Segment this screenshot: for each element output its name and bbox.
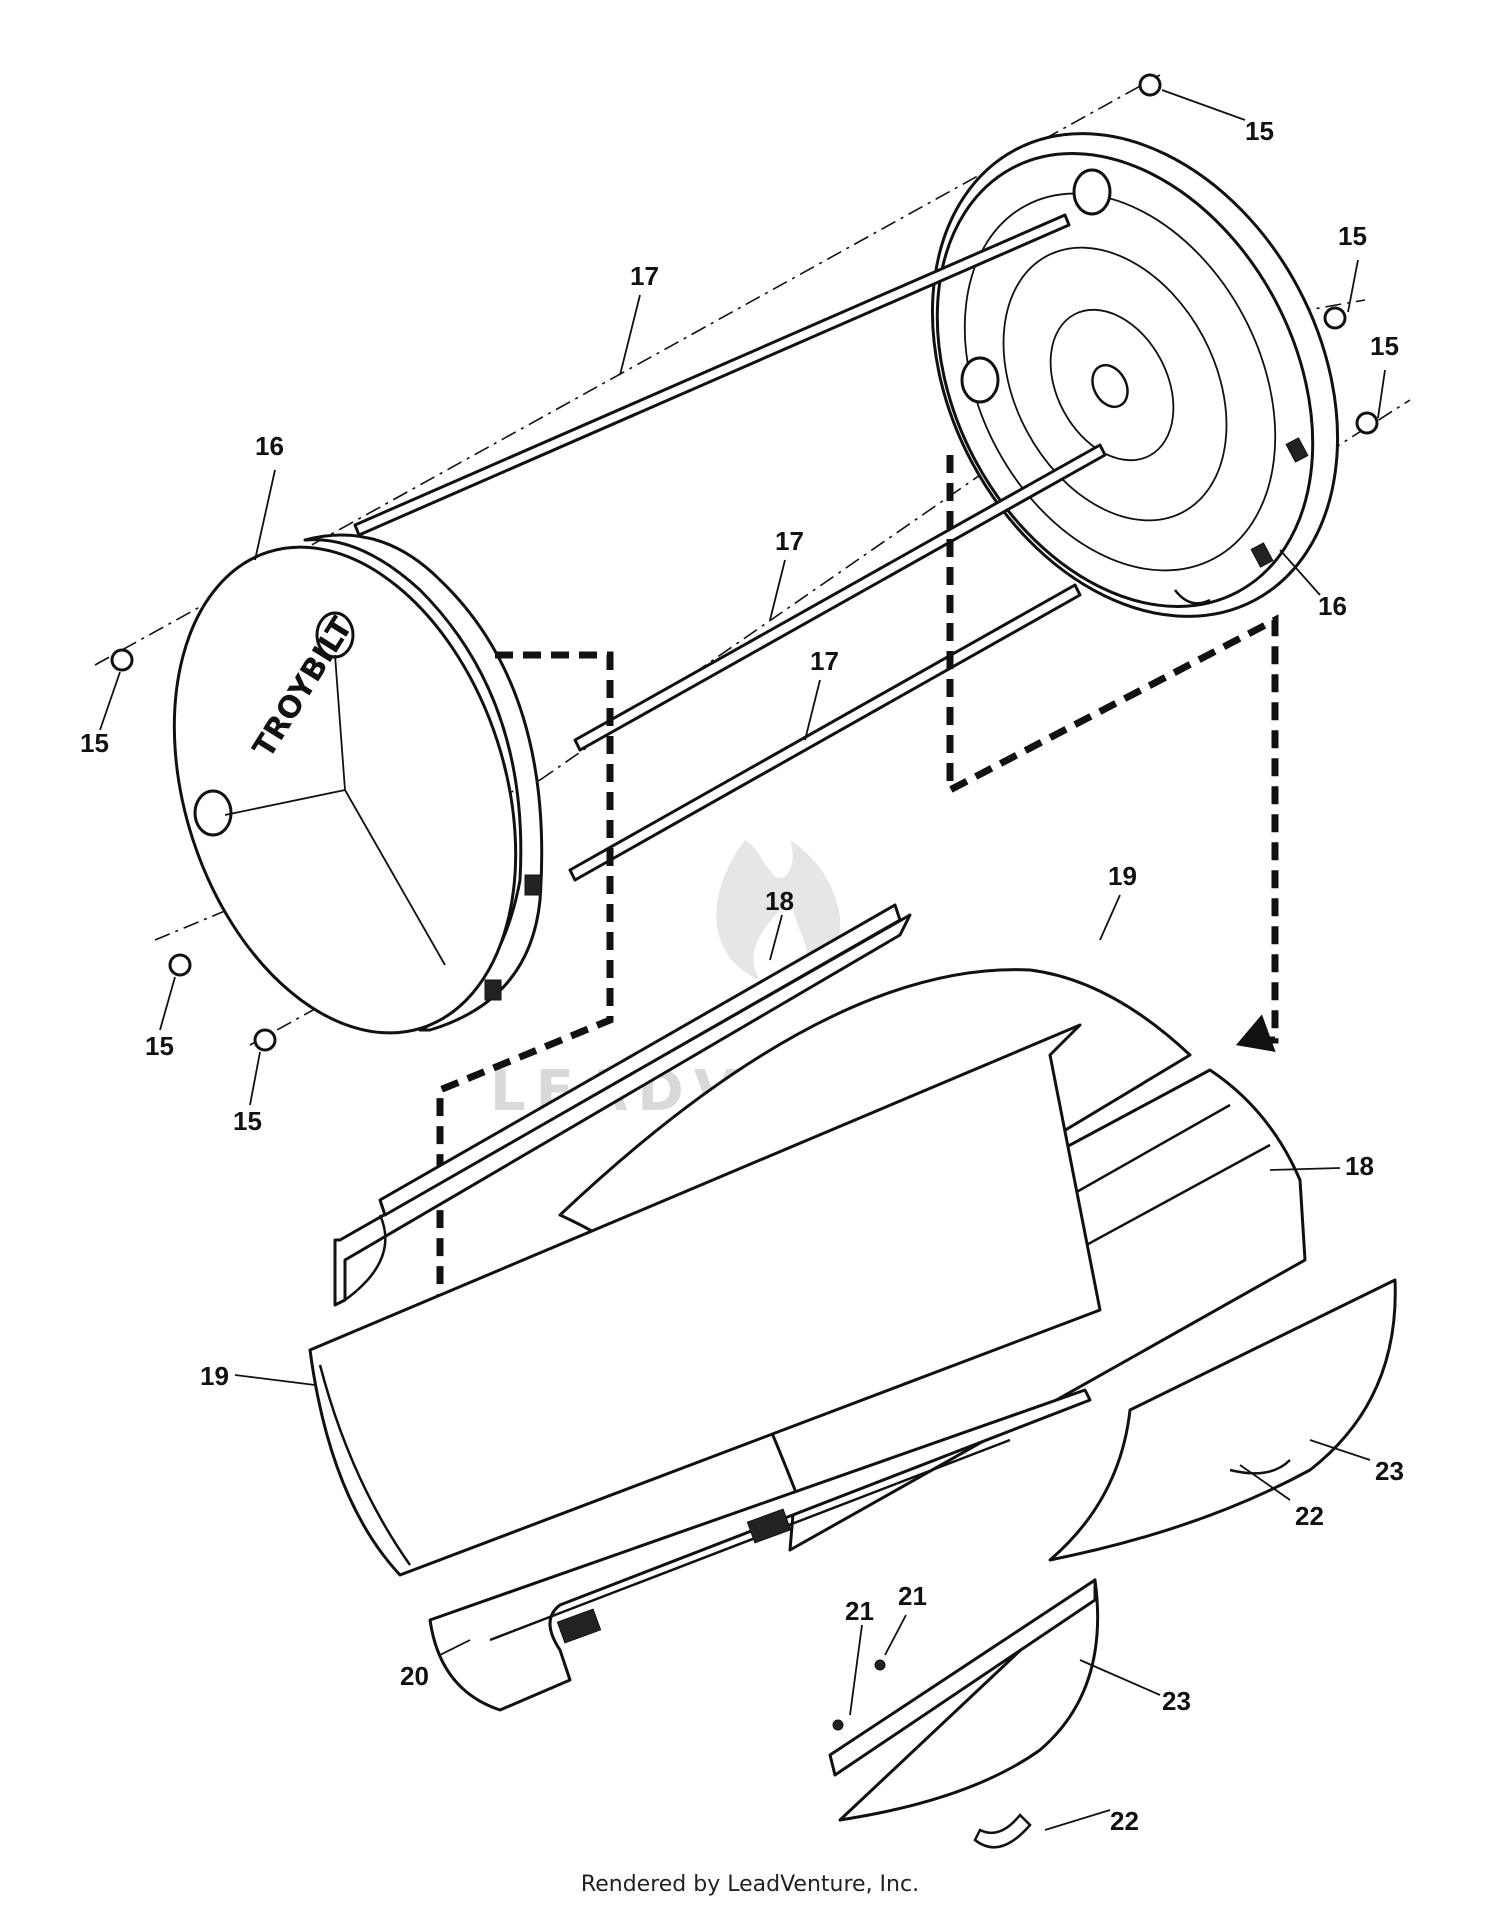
callout-15: 15 [80,728,109,758]
callout-15: 15 [233,1106,262,1136]
callout-15: 15 [1245,116,1274,146]
footer-credit: Rendered by LeadVenture, Inc. [580,1872,920,1897]
callout-17: 17 [630,261,659,291]
leader-lines [99,89,1386,1831]
callout-21: 21 [845,1596,874,1626]
callout-21: 21 [898,1581,927,1611]
callout-23: 23 [1162,1686,1191,1716]
callout-15: 15 [1370,331,1399,361]
callout-labels: 15 15 15 15 15 15 16 16 17 17 17 18 18 1… [80,116,1404,1836]
callout-19: 19 [200,1361,229,1391]
callout-20: 20 [400,1661,429,1691]
callout-17: 17 [810,646,839,676]
callout-19: 19 [1108,861,1137,891]
callout-16: 16 [255,431,284,461]
callout-23: 23 [1375,1456,1404,1486]
callout-18: 18 [1345,1151,1374,1181]
callout-22: 22 [1295,1501,1324,1531]
callout-15: 15 [1338,221,1367,251]
end-plate-left: TROYBILT [172,533,544,1035]
callout-17: 17 [775,526,804,556]
callout-22: 22 [1110,1806,1139,1836]
nuts [110,73,1379,1052]
callout-16: 16 [1318,591,1347,621]
drum-panels [308,903,1397,1849]
callout-15: 15 [145,1031,174,1061]
callout-18: 18 [765,886,794,916]
